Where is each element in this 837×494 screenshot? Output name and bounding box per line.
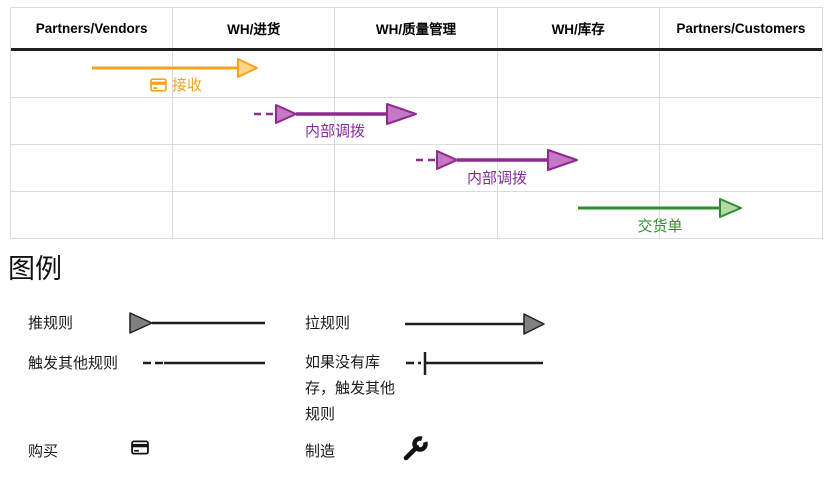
table-row bbox=[11, 98, 822, 145]
table-row bbox=[11, 192, 822, 239]
table-cell bbox=[335, 51, 498, 98]
table-row bbox=[11, 51, 822, 98]
column-header-wh-input: WH/进货 bbox=[173, 8, 336, 48]
table-cell bbox=[173, 145, 336, 192]
legend-push-rule-triangle bbox=[129, 312, 153, 334]
column-header-partners-vendors: Partners/Vendors bbox=[11, 8, 174, 48]
table-cell bbox=[173, 98, 336, 145]
arrow-label-text: 接收 bbox=[171, 77, 203, 94]
table-cell bbox=[11, 51, 174, 98]
legend-push-rule-label: 推规则 bbox=[28, 315, 74, 332]
column-header-partners-customers: Partners/Customers bbox=[676, 20, 806, 36]
table-cell bbox=[659, 145, 822, 192]
table-cell bbox=[173, 192, 336, 239]
legend-manufacture-label: 制造 bbox=[305, 443, 336, 460]
routes-table: Partners/Vendors WH/进货 WH/质量管理 WH/库存 Par… bbox=[10, 7, 823, 239]
table-cell bbox=[497, 145, 660, 192]
table-cell bbox=[659, 192, 822, 239]
table-cell bbox=[173, 51, 336, 98]
table-cell bbox=[659, 51, 822, 98]
legend-pull-rule-triangle bbox=[523, 313, 545, 335]
legend-title: 图例 bbox=[8, 254, 62, 284]
table-cell bbox=[335, 145, 498, 192]
legend-trigger-label: 触发其他规则 bbox=[28, 355, 119, 372]
internal-transfer-1-label: 内部调拨 bbox=[305, 120, 365, 141]
buy-card-icon bbox=[150, 77, 167, 92]
arrow-label-text: 交货单 bbox=[637, 218, 683, 235]
arrow-label-text: 内部调拨 bbox=[466, 170, 528, 187]
table-cell bbox=[335, 192, 498, 239]
delivery-arrow-label: 交货单 bbox=[637, 215, 682, 236]
credit-card-icon bbox=[131, 440, 149, 455]
legend-nostock-label: 如果没有库存，触发其他规则 bbox=[305, 354, 396, 423]
table-cell bbox=[659, 98, 822, 145]
arrow-label-text: 内部调拨 bbox=[304, 123, 366, 140]
receipt-arrow-label: 接收 bbox=[150, 74, 202, 95]
legend-buy-label: 购买 bbox=[28, 443, 59, 460]
table-row bbox=[11, 145, 822, 192]
legend-pull-rule-label: 拉规则 bbox=[305, 315, 351, 332]
table-cell bbox=[335, 98, 498, 145]
table-cell bbox=[11, 145, 174, 192]
table-cell bbox=[497, 192, 660, 239]
table-cell bbox=[11, 98, 174, 145]
internal-transfer-2-label: 内部调拨 bbox=[467, 167, 527, 188]
column-header-wh-quality: WH/质量管理 bbox=[335, 8, 498, 48]
table-cell bbox=[11, 192, 174, 239]
table-header-row: Partners/Vendors WH/进货 WH/质量管理 WH/库存 Par… bbox=[11, 8, 822, 51]
wrench-icon bbox=[402, 431, 433, 462]
table-cell bbox=[497, 98, 660, 145]
table-cell bbox=[497, 51, 660, 98]
column-header-wh-stock: WH/库存 bbox=[498, 8, 660, 48]
